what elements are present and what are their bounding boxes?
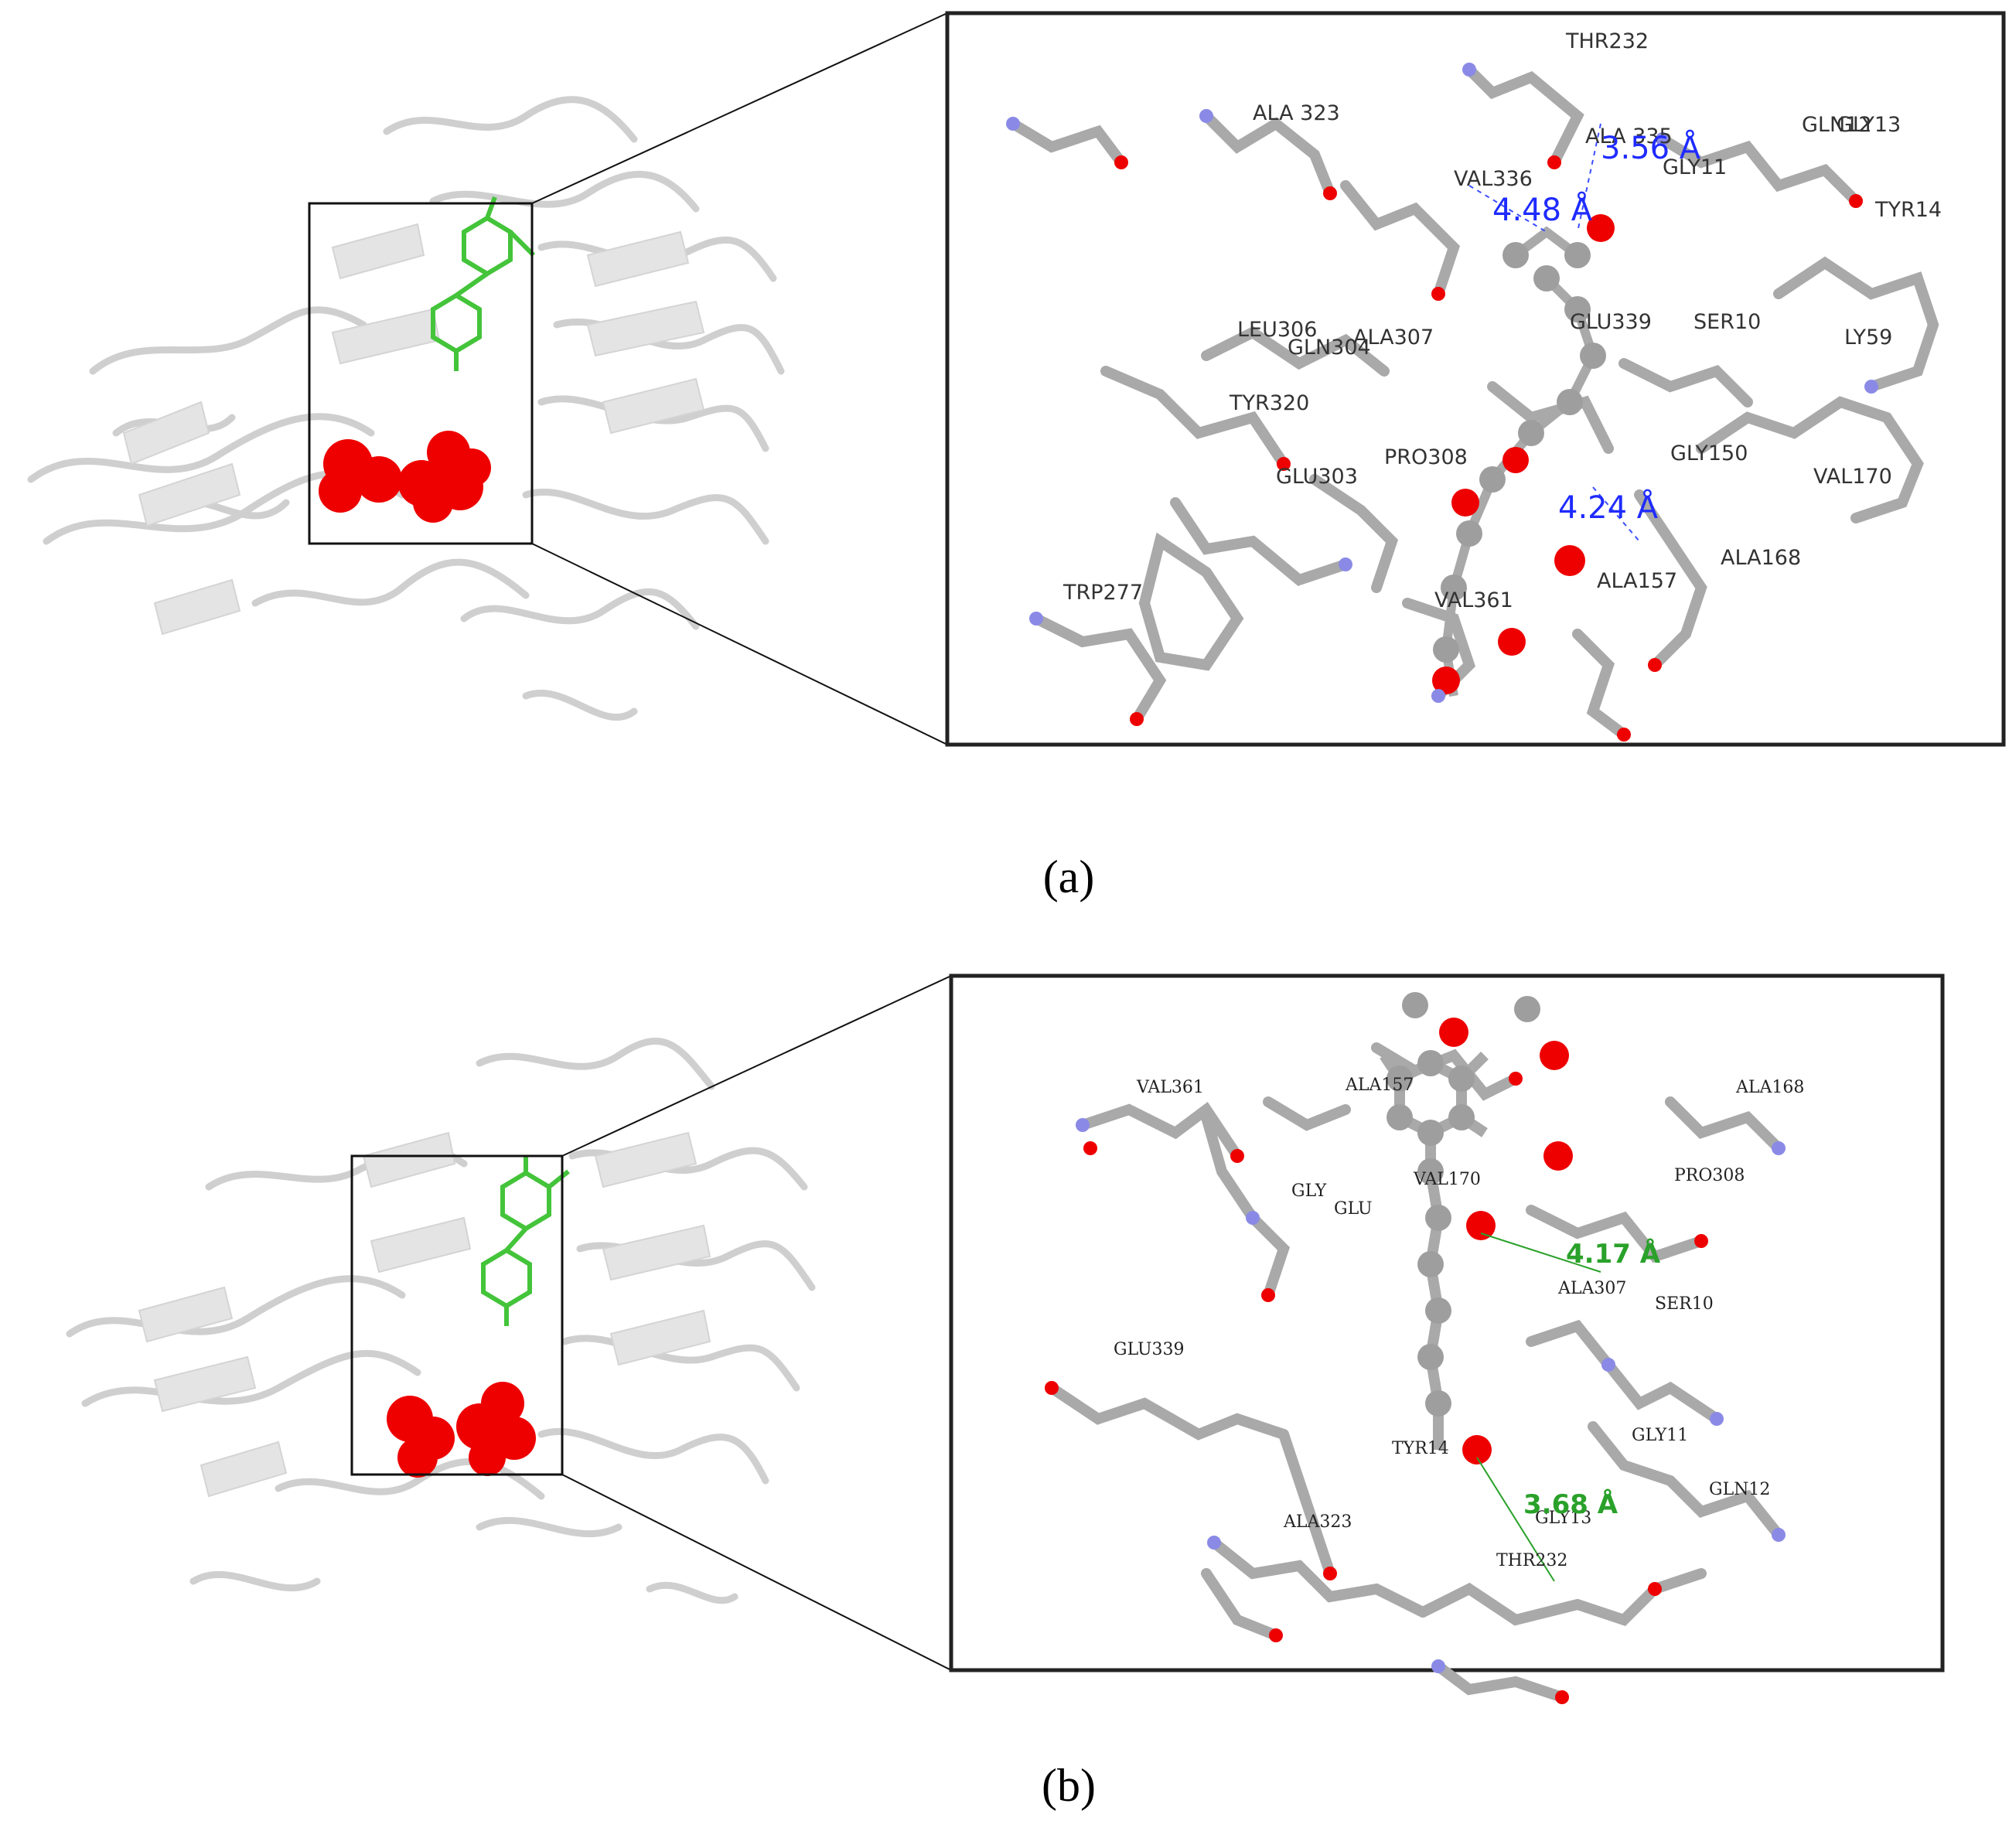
caption-b: (b)	[1042, 1760, 1096, 1811]
connector-bottom-a	[531, 543, 948, 745]
ball-ligand-a	[1432, 214, 1615, 697]
distance-label: 4.17 Å	[1566, 1238, 1661, 1270]
residue-label: GLY13	[1535, 1509, 1591, 1528]
zoom-box-b	[350, 1154, 564, 1476]
residue-label: GLN12	[1802, 113, 1872, 137]
panel-b: VAL361 ALA157 ALA168 GLY GLU VAL170 PRO3…	[0, 924, 2009, 1848]
connector-bottom-b	[561, 1474, 952, 1671]
atom-tips-b	[1045, 1072, 1786, 1704]
residue-label: ALA307	[1353, 326, 1434, 349]
panel-a: THR232 ALA 323 ALA 335 GLN12 GLY13 GLY11…	[27, 11, 2006, 902]
residue-label: GLU339	[1570, 310, 1652, 334]
residue-label: TYR14	[1874, 198, 1942, 222]
ligand-green-b	[481, 1156, 570, 1326]
residue-label: GLY11	[1663, 155, 1727, 179]
connector-top-a	[531, 12, 948, 204]
residue-label: VAL361	[1136, 1078, 1204, 1097]
ligand-green-a	[431, 196, 536, 371]
residue-label: PRO308	[1384, 445, 1468, 469]
red-spheres-a	[319, 431, 491, 523]
distance-labels-a: 3.56 Å 4.48 Å 4.24 Å	[1492, 129, 1701, 526]
distance-label: 4.24 Å	[1558, 489, 1659, 526]
distance-labels-b: 4.17 Å 3.68 Å	[1523, 1238, 1661, 1520]
distance-label: 3.56 Å	[1601, 129, 1701, 166]
residue-label: THR232	[1565, 29, 1649, 53]
residue-label: PRO308	[1674, 1166, 1745, 1185]
panel-a-figure: THR232 ALA 323 ALA 335 GLN12 GLY13 GLY11…	[27, 11, 2006, 747]
residue-label: SER10	[1693, 310, 1761, 334]
residue-label: ALA 323	[1253, 101, 1340, 125]
residue-label: ALA157	[1345, 1076, 1414, 1095]
residue-label: VAL170	[1413, 1170, 1481, 1189]
residue-label: GLY11	[1632, 1426, 1688, 1445]
atom-tips-a	[1006, 63, 1878, 742]
hbonds-a	[1468, 123, 1640, 542]
residue-label: GLU339	[1114, 1340, 1185, 1359]
residue-label: ALA323	[1283, 1512, 1352, 1532]
residue-label: GLN304	[1288, 336, 1371, 360]
residue-label: TYR320	[1229, 391, 1309, 415]
residue-label: SER10	[1655, 1294, 1714, 1314]
red-spheres-b	[387, 1382, 536, 1478]
inset-frame-a	[945, 11, 2006, 747]
residue-labels-a: THR232 ALA 323 ALA 335 GLN12 GLY13 GLY11…	[1062, 29, 1942, 612]
hbonds-b	[1476, 1233, 1601, 1582]
residue-label: GLU	[1334, 1199, 1373, 1219]
residue-labels-b: VAL361 ALA157 ALA168 GLY GLU VAL170 PRO3…	[1114, 1076, 1804, 1570]
caption-a: (a)	[1042, 851, 1095, 902]
residue-label: LEU306	[1237, 318, 1317, 342]
residue-label: TYR14	[1392, 1439, 1449, 1458]
residue-label: THR232	[1496, 1551, 1567, 1570]
protein-sheets-b	[138, 1131, 711, 1498]
residue-label: ALA157	[1597, 569, 1677, 593]
residue-label: GLY	[1291, 1181, 1327, 1201]
residue-label: ALA 335	[1585, 124, 1673, 148]
panel-b-figure: VAL361 ALA157 ALA168 GLY GLU VAL170 PRO3…	[66, 973, 1945, 1704]
residue-label: TRP277	[1062, 581, 1143, 605]
zoom-box-a	[308, 202, 534, 545]
residue-label: GLY13	[1837, 113, 1901, 137]
residue-label: GLU303	[1276, 465, 1358, 489]
residue-label: GLY150	[1670, 442, 1748, 465]
residue-label: ALA168	[1721, 546, 1801, 570]
ball-ligand-b	[1380, 992, 1573, 1464]
residue-label: ALA168	[1735, 1078, 1804, 1097]
protein-sheets-a	[122, 223, 705, 636]
residue-label: VAL361	[1434, 588, 1513, 612]
residue-label: VAL336	[1454, 167, 1533, 191]
inset-frame-b	[949, 973, 1945, 1672]
connector-top-b	[561, 975, 952, 1157]
residue-label: VAL170	[1813, 465, 1892, 489]
distance-label: 3.68 Å	[1523, 1488, 1618, 1520]
residue-label: LY59	[1844, 326, 1892, 349]
residue-label: ALA307	[1557, 1279, 1626, 1298]
distance-label: 4.48 Å	[1492, 191, 1593, 228]
residue-label: GLN12	[1709, 1480, 1770, 1499]
